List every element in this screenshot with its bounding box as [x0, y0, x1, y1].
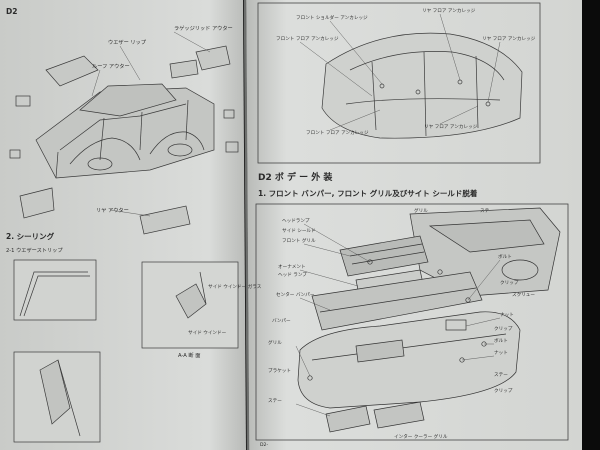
label-side-window-glass: サイド ウインドー ガラス [208, 283, 262, 290]
bumper-diagram-frame [255, 203, 569, 441]
leader-lines-left [91, 31, 211, 217]
bumper-label-left-8: グリル [268, 339, 282, 346]
intercooler-grille-label: インター クーラー グリル [394, 433, 448, 440]
weatherstrip-subsection: 2-1 ウエザーストリップ [6, 246, 63, 254]
right-page-number: D2- [260, 442, 268, 448]
label-rear-floor-anchor-2: リヤ フロア アンカレッジ [482, 36, 536, 42]
label-section-a-a: A-A 断 面 [178, 351, 200, 359]
label-side-window: サイド ウインドー [188, 329, 227, 336]
front-bumper-diagram [297, 207, 561, 433]
label-weather-lip: ウエザー リップ [108, 38, 147, 46]
label-rear-outer: リヤ アウター [96, 206, 129, 214]
bumper-label-left-10: ステー [268, 398, 282, 404]
label-rear-floor-anchor-1: リヤ フロア アンカレッジ [422, 8, 476, 14]
bumper-label-left-3: フロント グリル [282, 237, 316, 244]
label-front-shoulder-anchor: フロント ショルダー アンカレッジ [296, 14, 368, 21]
bumper-label-right-4: クリップ [500, 280, 519, 286]
label-rear-floor-anchor-3: リヤ フロア アンカレッジ [424, 124, 478, 130]
front-bumper-subheading: 1. フロント バンパー, フロント グリル及びサイト シールド脱着 [258, 188, 478, 198]
bumper-label-left-5: ヘッド ランプ [278, 272, 307, 278]
bumper-labels-right: グリル ステー ボルト クリップ スクリュー ナット クリップ ボルト ナット … [414, 207, 535, 394]
bumper-label-right-9: ナット [494, 350, 508, 356]
bumper-label-right-8: ボルト [494, 337, 508, 344]
bumper-label-left-1: ヘッドランプ [282, 218, 310, 224]
bumper-label-left-7: バンパー [272, 318, 291, 324]
bumper-label-right-11: クリップ [494, 388, 513, 394]
bumper-labels-left: ヘッドランプ サイド シールド フロント グリル オーナメント ヘッド ランプ … [268, 218, 316, 404]
bumper-label-left-9: ブラケット [268, 367, 291, 374]
bumper-label-left-2: サイド シールド [282, 228, 316, 234]
bumper-label-left-4: オーナメント [278, 264, 306, 270]
bumper-label-right-2: ステー [480, 208, 494, 214]
left-header-mark: D2 [6, 7, 17, 16]
bumper-label-right-3: ボルト [498, 253, 512, 260]
leader-lines-bumper [295, 223, 501, 417]
book-gutter [243, 0, 250, 450]
bumper-label-right-7: クリップ [494, 326, 513, 332]
leader-lines-top-right [299, 13, 501, 131]
section-heading-d2: D2 ボ デ ー 外 装 [258, 171, 333, 183]
label-luggage-lid: ラゲッジリッド アウター [174, 24, 233, 32]
bumper-label-right-1: グリル [414, 207, 428, 214]
label-front-floor-anchor-2: フロント フロア アンカレッジ [306, 130, 369, 136]
top-diagram-frame [257, 2, 541, 164]
weatherstrip-diagram [13, 259, 239, 443]
label-roof-outer: ルーフ アウター [92, 62, 130, 70]
bumper-label-right-6: ナット [500, 312, 514, 318]
bumper-label-left-6: センター バンパー [276, 291, 315, 298]
label-front-floor-anchor-1: フロント フロア アンカレッジ [276, 36, 339, 42]
bumper-label-right-10: ステー [494, 372, 508, 378]
sealing-section-title: 2. シーリング [6, 231, 55, 241]
body-shell-diagram [9, 45, 239, 235]
bumper-label-right-5: スクリュー [512, 292, 535, 298]
